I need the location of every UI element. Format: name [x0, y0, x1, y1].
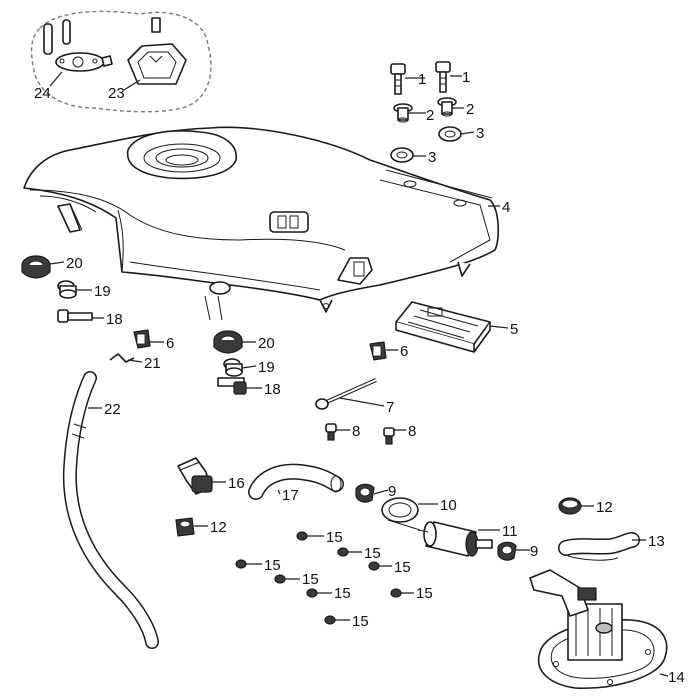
callout-15d: 15	[394, 559, 411, 576]
callout-15f: 15	[334, 585, 351, 602]
callout-13: 13	[648, 533, 665, 550]
fuel-cap-ring	[127, 17, 187, 85]
collar-2b	[437, 97, 457, 117]
collar-19b	[223, 358, 243, 377]
damper-20b	[213, 330, 243, 354]
callout-17: 17	[282, 487, 299, 504]
callout-12a: 12	[596, 499, 613, 516]
bolt-1b	[435, 61, 451, 93]
fuel-cap-inset	[30, 10, 212, 113]
callout-19b: 19	[258, 359, 275, 376]
callout-15a: 15	[326, 529, 343, 546]
callout-4: 4	[502, 199, 510, 216]
drain-hose	[62, 371, 159, 649]
callout-5: 5	[510, 321, 518, 338]
callout-21: 21	[144, 355, 161, 372]
callout-2b: 2	[466, 101, 474, 118]
callout-19a: 19	[94, 283, 111, 300]
clip-6a	[133, 329, 151, 349]
callout-20a: 20	[66, 255, 83, 272]
callout-3b: 3	[428, 149, 436, 166]
callout-15e: 15	[302, 571, 319, 588]
fuel-tank	[23, 126, 500, 321]
callout-18a: 18	[106, 311, 123, 328]
clip-15f	[306, 588, 318, 598]
callout-12b: 12	[210, 519, 227, 536]
clamp-12a	[558, 497, 582, 515]
clip-15e	[274, 574, 286, 584]
callout-20b: 20	[258, 335, 275, 352]
fuel-hose-17	[248, 463, 344, 500]
clip-6b	[369, 341, 387, 361]
callout-15b: 15	[364, 545, 381, 562]
fuel-hose-10	[381, 497, 421, 531]
bolt-8a	[325, 423, 337, 441]
callout-15h: 15	[352, 613, 369, 630]
callouts: 1 1 2 2 3 3 4 5 6 6 7 8 8 9 9 10 11 12 1…	[34, 69, 685, 686]
callout-22: 22	[104, 401, 121, 418]
callout-6b: 6	[400, 343, 408, 360]
fuel-pump	[529, 569, 668, 690]
callout-9a: 9	[388, 483, 396, 500]
collar-19a	[57, 280, 77, 299]
fuel-hose-13	[558, 532, 640, 561]
callout-18b: 18	[264, 381, 281, 398]
callout-10: 10	[440, 497, 457, 514]
tap-rod	[315, 378, 377, 410]
clamp-9b	[497, 541, 517, 561]
bolt-8b	[383, 427, 395, 445]
callout-1b: 1	[462, 69, 470, 86]
bolt-1a	[390, 63, 406, 95]
inset-border	[30, 10, 212, 113]
rubber-pad	[395, 301, 491, 353]
callout-8a: 8	[352, 423, 360, 440]
callout-2a: 2	[426, 107, 434, 124]
grommet-3b	[390, 147, 414, 163]
callout-3a: 3	[476, 125, 484, 142]
leader-lines	[49, 75, 669, 677]
collar-2a	[393, 103, 413, 123]
clip-15a	[296, 531, 308, 541]
callout-11: 11	[502, 523, 518, 540]
bolt-18b	[217, 377, 247, 395]
callout-24: 24	[34, 85, 51, 102]
grommet-3a	[438, 126, 462, 142]
fuel-cap-lock	[43, 19, 113, 72]
bolt-18a	[57, 309, 93, 323]
callout-8b: 8	[408, 423, 416, 440]
callout-15g: 15	[416, 585, 433, 602]
clip-15c	[235, 559, 247, 569]
fuel-valve	[177, 457, 213, 495]
callout-1a: 1	[418, 71, 426, 88]
clamp-12b	[175, 517, 195, 537]
clip-15h	[324, 615, 336, 625]
clip-15b	[337, 547, 349, 557]
callout-16: 16	[228, 475, 245, 492]
clip-15d	[368, 561, 380, 571]
callout-6a: 6	[166, 335, 174, 352]
clamp-9a	[355, 483, 375, 503]
damper-20a	[21, 255, 51, 279]
clip-15g	[390, 588, 402, 598]
callout-23: 23	[108, 85, 125, 102]
callout-15c: 15	[264, 557, 281, 574]
callout-7: 7	[386, 399, 394, 416]
callout-9b: 9	[530, 543, 538, 560]
fuel-filter	[417, 521, 493, 557]
callout-14: 14	[668, 669, 685, 686]
